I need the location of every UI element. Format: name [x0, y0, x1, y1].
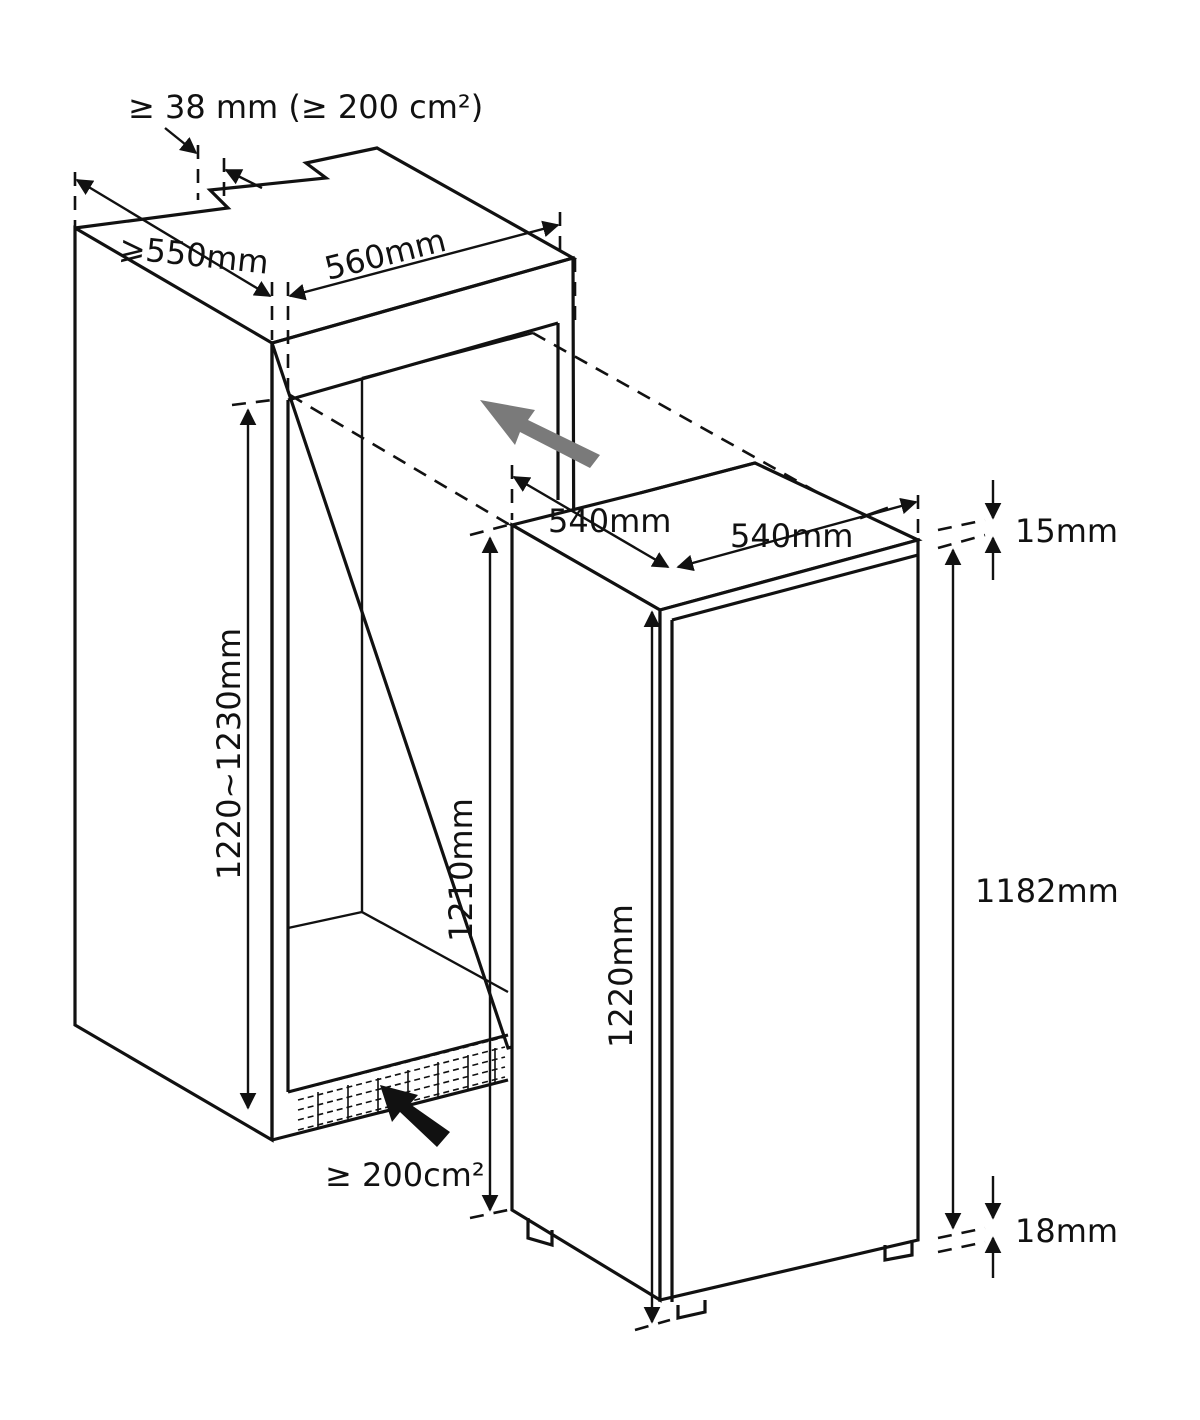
label-door-height: 1182mm	[975, 872, 1119, 910]
label-vent-bottom: ≥ 200cm²	[325, 1156, 485, 1194]
label-appliance-width: 540mm	[730, 517, 853, 555]
airflow-arrow-gray	[480, 400, 600, 468]
label-body-height: 1210mm	[442, 798, 480, 942]
label-vent-top: ≥ 38 mm (≥ 200 cm²)	[128, 88, 483, 126]
label-top-gap: 15mm	[1015, 512, 1118, 550]
cabinet-niche	[73, 146, 578, 1143]
airflow-arrow-black	[380, 1085, 450, 1147]
dashed-guides	[73, 145, 986, 1332]
label-niche-height: 1220~1230mm	[210, 628, 248, 880]
label-total-height: 1220mm	[602, 904, 640, 1048]
appliance-foot-right	[883, 1240, 914, 1262]
cabinet-inner-back	[360, 378, 509, 994]
label-niche-width: 560mm	[321, 221, 450, 288]
dimension-lines	[75, 127, 1002, 1324]
vent-grille	[297, 1036, 506, 1131]
dimension-labels: ≥ 38 mm (≥ 200 cm²) ⩾550mm 560mm 1220~12…	[117, 88, 1119, 1250]
appliance-foot-left	[526, 1218, 554, 1248]
label-appliance-depth: 540mm	[548, 502, 671, 540]
airflow-arrows	[380, 400, 600, 1147]
label-bottom-gap: 18mm	[1015, 1212, 1118, 1250]
appliance-door	[658, 537, 920, 1303]
appliance-foot-front	[676, 1300, 707, 1320]
refrigerator-appliance	[507, 461, 923, 1320]
